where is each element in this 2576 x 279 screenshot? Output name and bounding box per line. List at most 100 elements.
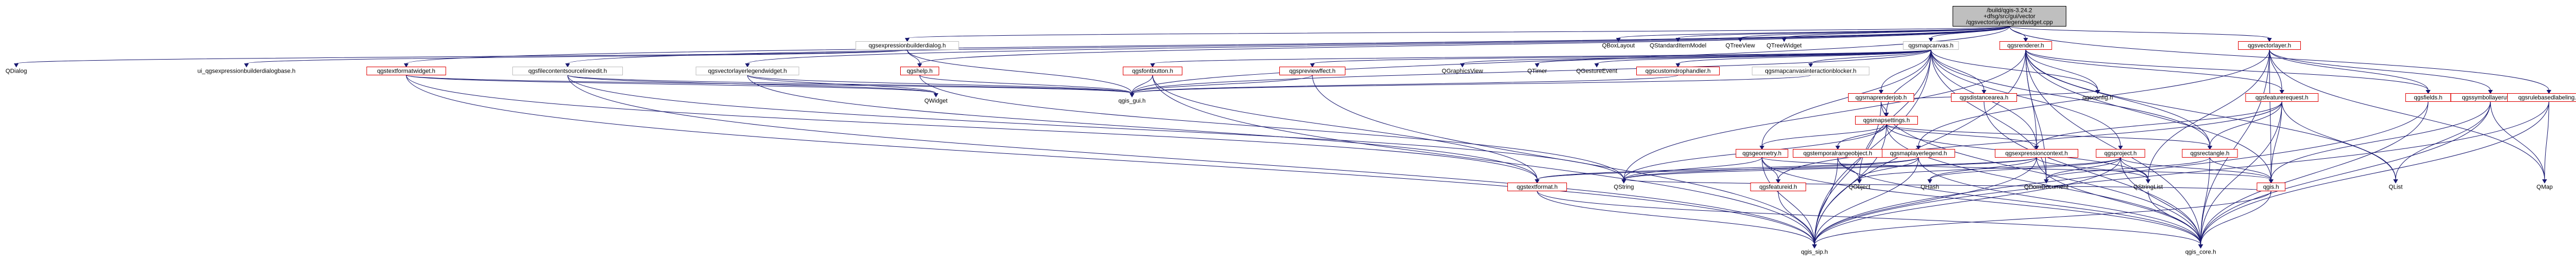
node-label: QHash — [1921, 184, 1939, 191]
node-label: qgis.h — [2263, 184, 2279, 191]
edge-qgstextformatwidget_h-to-qgis_sip_h — [406, 75, 1817, 249]
edge-qgsmapsettings_h-to-qgstemporalrangeobject_h — [1835, 124, 1887, 150]
edge-qgsmaprenderjob_h-to-qgis_core_h — [1881, 101, 2203, 249]
edge-qgstemporalrangeobject_h-to-qgis_core_h — [1837, 157, 2203, 249]
node-label: QString — [1614, 184, 1634, 191]
edge-qgsfontbutton_h-to-qgstextformat_h — [1152, 75, 1540, 184]
node-QMap: QMap — [2536, 184, 2553, 191]
node-label: qgshelp.h — [907, 68, 933, 75]
node-label: qgsexpressioncontext.h — [2005, 151, 2068, 157]
node-qgis-core-h: qgis_core.h — [2185, 249, 2216, 256]
edge-qgsfilecontentsourcelineedit_h-to-qgis_gui_h — [567, 75, 1135, 98]
edge-qgsmapcanvas_h-to-qgsmapsettings_h — [1884, 49, 1931, 117]
node-qgsexpressionbuilderdialog-h[interactable]: qgsexpressionbuilderdialog.h — [855, 41, 959, 50]
node-label: qgspreviewffect.h — [1289, 68, 1335, 75]
edge-root-to-qgsmapcanvas_h — [1928, 26, 2010, 42]
edge-qgsvectorlayer_h-to-qgis_h — [2268, 49, 2274, 184]
node-qgsrenderer-h[interactable]: qgsrenderer.h — [1999, 41, 2052, 50]
node-label: qgsmaprenderjob.h — [1856, 95, 1907, 101]
node-qgspreviewffect-h[interactable]: qgspreviewffect.h — [1279, 67, 1345, 75]
edge-qgsproject_h-to-QObject — [1857, 157, 2121, 184]
edge-qgsmapcanvas_h-to-qgscustomdrophandler_h — [1675, 49, 1931, 68]
node-QGestureEvent: QGestureEvent — [1576, 68, 1617, 75]
node-QHash: QHash — [1921, 184, 1939, 191]
node-label: QTimer — [1527, 68, 1547, 75]
edge-qgsproject_h-to-QStringList — [2120, 157, 2151, 184]
node-qgsgeometry-h[interactable]: qgsgeometry.h — [1735, 149, 1788, 158]
node-label: qgsvectorlayer.h — [2248, 43, 2291, 49]
edge-qgis_h-to-qgis_sip_h — [1812, 191, 2272, 249]
node-qgsmapcanvas-h[interactable]: qgsmapcanvas.h — [1903, 41, 1959, 50]
edge-qgsvectorlayer_h-to-qgsfeaturerequest_h — [2269, 49, 2285, 94]
edge-qgsvectorlayer_h-to-qgsfields_h — [2269, 49, 2431, 94]
node-label: QGestureEvent — [1576, 68, 1617, 75]
node-qgsproject-h[interactable]: qgsproject.h — [2096, 149, 2145, 158]
edge-qgssymbollayerutils_h-to-qgis_core_h — [2198, 101, 2491, 249]
edge-qgsgeometry_h-to-QString — [1621, 157, 1762, 184]
edge-qgsmapcanvas_h-to-qgsdistancearea_h — [1930, 49, 1987, 94]
edge-qgsrenderer_h-to-qgis_sip_h — [1812, 49, 2026, 249]
node-label: qgsrulebasedlabeling.h — [2518, 95, 2576, 101]
node-label: QList — [2389, 184, 2403, 191]
node-qgstextformat-h[interactable]: qgstextformat.h — [1507, 183, 1567, 191]
node-qgsexpressioncontext-h[interactable]: qgsexpressioncontext.h — [1995, 149, 2078, 158]
node-qgsmapsettings-h[interactable]: qgsmapsettings.h — [1855, 116, 1918, 125]
edge-qgssymbollayerutils_h-to-QList — [2393, 101, 2491, 184]
node-root[interactable]: /build/qgis-3.24.2+dfsg/src/gui/vector/q… — [1953, 6, 2066, 27]
edge-root-to-qgis_gui_h — [1129, 26, 2010, 98]
node-label: /build/qgis-3.24.2 — [1987, 8, 2032, 14]
node-qgsfontbutton-h[interactable]: qgsfontbutton.h — [1123, 67, 1182, 75]
node-label: QStringList — [2133, 184, 2163, 191]
edge-qgsexpressionbuilderdialog_h-to-QDialog — [14, 49, 908, 68]
node-qgsfields-h[interactable]: qgsfields.h — [2405, 93, 2451, 102]
node-label: qgsfeatureid.h — [1759, 184, 1797, 191]
edge-qgis_h-to-qgis_core_h — [2198, 191, 2272, 249]
node-qgsrulebasedlabeling-h[interactable]: qgsrulebasedlabeling.h — [2507, 93, 2576, 102]
node-qgsfeatureid-h[interactable]: qgsfeatureid.h — [1750, 183, 1806, 191]
node-label: qgsrectangle.h — [2190, 151, 2229, 157]
node-qgsmaplayerlegend-h[interactable]: qgsmaplayerlegend.h — [1882, 149, 1955, 158]
edge-qgsmapcanvas_h-to-qgsconfig_h — [1930, 49, 2100, 94]
node-qgscustomdrophandler-h[interactable]: qgscustomdrophandler.h — [1636, 67, 1720, 75]
edge-qgsexpressionbuilderdialog_h-to-qgshelp_h — [907, 49, 922, 68]
edge-qgsrulebasedlabeling_h-to-QMap — [2542, 101, 2549, 184]
edge-qgsdistancearea_h-to-qgis_core_h — [1983, 101, 2203, 249]
node-QStandardItemModel: QStandardItemModel — [1650, 43, 1707, 49]
edge-qgsvectorlayer_h-to-QMap — [2269, 49, 2547, 184]
node-qgsfilecontentsourcelineedit-h[interactable]: qgsfilecontentsourcelineedit.h — [512, 67, 623, 75]
edge-qgis_h-to-QString — [1621, 179, 2272, 191]
node-qgsdistancearea-h[interactable]: qgsdistancearea.h — [1951, 93, 2017, 102]
edge-qgsproject_h-to-qgis_sip_h — [1812, 157, 2121, 249]
node-qgshelp-h[interactable]: qgshelp.h — [900, 67, 939, 75]
edge-root-to-qgsexpressionbuilderdialog_h — [905, 26, 2010, 42]
node-label: qgssymbollayerutils.h — [2462, 95, 2519, 101]
edge-qgsmapcanvas_h-to-QGestureEvent — [1594, 49, 1931, 68]
edge-qgsfeaturerequest_h-to-qgsrectangle_h — [2207, 101, 2282, 150]
node-qgstextformatwidget-h[interactable]: qgstextformatwidget.h — [366, 67, 446, 75]
node-qgsrectangle-h[interactable]: qgsrectangle.h — [2182, 149, 2238, 158]
edge-qgstextformatwidget_h-to-qgstextformat_h — [406, 75, 1540, 184]
node-qgsfeaturerequest-h[interactable]: qgsfeaturerequest.h — [2245, 93, 2319, 102]
node-qgsvectorlayerlegendwidget-h[interactable]: qgsvectorlayerlegendwidget.h — [695, 67, 799, 75]
edge-qgsrenderer_h-to-qgsrectangle_h — [2025, 49, 2213, 150]
edges — [14, 26, 2552, 249]
edge-qgsvectorlayer_h-to-qgssymbollayerutils_h — [2269, 49, 2493, 94]
node-label: qgsmapsettings.h — [1863, 118, 1910, 124]
node-qgsvectorlayer-h[interactable]: qgsvectorlayer.h — [2238, 41, 2301, 50]
node-qgsmaprenderjob-h[interactable]: qgsmaprenderjob.h — [1848, 93, 1914, 102]
node-label: QObject — [1849, 184, 1870, 191]
edge-qgsvectorlayerlegendwidget_h-to-QWidget — [747, 75, 939, 98]
node-qgsmapcanvasinteractionblocker-h[interactable]: qgsmapcanvasinteractionblocker.h — [1752, 67, 1870, 75]
edge-qgscustomdrophandler_h-to-qgis_gui_h — [1129, 75, 1679, 98]
node-qgstemporalrangeobject-h[interactable]: qgstemporalrangeobject.h — [1793, 149, 1883, 158]
node-QDomDocument: QDomDocument — [2024, 184, 2068, 191]
node-qgis-h[interactable]: qgis.h — [2256, 183, 2286, 191]
edge-qgsmapcanvasinteractionblocker_h-to-qgis_gui_h — [1129, 75, 1811, 98]
edge-qgsexpressioncontext_h-to-qgstextformat_h — [1534, 157, 2037, 184]
node-label: qgis_gui.h — [1118, 98, 1146, 105]
node-label: QMap — [2536, 184, 2553, 191]
edge-qgsmapcanvas_h-to-qgsfontbutton_h — [1150, 49, 1931, 68]
node-label: QStandardItemModel — [1650, 43, 1707, 49]
edge-qgsgeometry_h-to-qgis_h — [1761, 157, 2274, 184]
